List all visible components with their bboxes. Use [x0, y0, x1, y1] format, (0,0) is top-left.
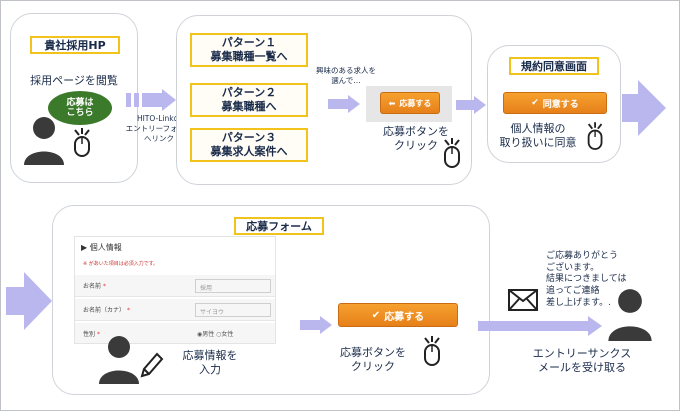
- pattern-1-box[interactable]: パターン１ 募集職種一覧へ: [190, 33, 308, 67]
- apply-bubble: 応募は こちら: [48, 91, 112, 125]
- thanks-caption: エントリーサンクス メールを受け取る: [532, 347, 632, 375]
- dashed-arrow-1: [126, 89, 186, 111]
- form-row-name: お名前 * 採用: [75, 275, 275, 297]
- person-icon: [24, 117, 64, 165]
- arrow-to-apply: [328, 95, 360, 113]
- form-section-title: ▶ 個人情報: [81, 242, 122, 253]
- check-icon-2: ✔: [371, 309, 381, 321]
- person-icon-3: [608, 289, 652, 341]
- agree-label: 同意する: [542, 99, 579, 110]
- form-header: 応募フォーム: [234, 217, 324, 235]
- mouse-icon-2: [444, 138, 460, 168]
- pattern-2-box[interactable]: パターン２ 募集職種へ: [190, 83, 308, 117]
- person-icon-2: [99, 336, 139, 384]
- pencil-icon: [140, 352, 164, 378]
- arrow-to-consent: [456, 96, 486, 114]
- pattern-3-sub: 募集求人案件へ: [210, 145, 288, 158]
- form-gender-options[interactable]: ◉男性 ○女性: [197, 331, 234, 338]
- form-key-name: お名前 *: [83, 283, 106, 290]
- pattern-2-sub: 募集職種へ: [221, 100, 277, 113]
- apply-big-label: 応募する: [384, 311, 425, 323]
- check-icon: ✔: [531, 98, 539, 108]
- form-input-kana[interactable]: サイヨウ: [195, 303, 271, 317]
- form-click-caption: 応募ボタンを クリック: [340, 346, 406, 374]
- input-caption: 応募情報を 入力: [182, 349, 238, 377]
- pattern-3-box[interactable]: パターン３ 募集求人案件へ: [190, 128, 308, 162]
- mouse-icon-3: [587, 122, 603, 150]
- apply-bubble-text: 応募は こちら: [66, 97, 94, 118]
- form-key-kana: お名前（カナ） *: [83, 307, 130, 314]
- mouse-icon: [74, 128, 90, 157]
- browse-text: 採用ページを閲覧: [30, 74, 118, 87]
- form-section-label: 個人情報: [89, 243, 122, 252]
- arrow-to-thanks: [478, 316, 602, 336]
- big-arrow-right-2: [6, 272, 52, 330]
- pattern-2-title: パターン２: [221, 86, 277, 100]
- pattern-1-title: パターン１: [221, 36, 277, 50]
- apply-big-button[interactable]: ✔ 応募する: [338, 303, 458, 327]
- form-input-name[interactable]: 採用: [195, 279, 271, 293]
- form-preview: ▶ 個人情報 ※ があいた項目は必須入力です。 お名前 * 採用 お名前（カナ）…: [74, 236, 276, 344]
- link-text: HITO-Linkの エントリーフォーム へリンク: [125, 114, 193, 143]
- arrow-left-icon: ⬅: [388, 98, 396, 108]
- form-note: ※ があいた項目は必須入力です。: [83, 261, 159, 267]
- apply-small-label: 応募する: [399, 98, 432, 108]
- arrow-to-big-apply: [300, 316, 332, 334]
- pattern-3-title: パターン３: [221, 131, 277, 145]
- mouse-icon-4: [424, 336, 440, 366]
- company-hp-title: 貴社採用HP: [30, 36, 120, 54]
- triangle-icon: ▶: [81, 243, 88, 252]
- thanks-message: ご応募ありがとう ございます。 結果につきましては 追ってご連絡 差し上げます。…: [546, 251, 627, 308]
- apply-small-button[interactable]: ⬅ 応募する: [380, 92, 440, 114]
- agree-button[interactable]: ✔ 同意する: [503, 92, 607, 114]
- big-arrow-right-1: [622, 80, 666, 136]
- apply-click-text: 応募ボタンを クリック: [383, 125, 449, 153]
- form-key-gender: 性別 *: [83, 331, 100, 338]
- mail-icon: [508, 289, 538, 311]
- consent-caption: 個人情報の 取り扱いに同意: [499, 122, 577, 150]
- pattern-1-sub: 募集職種一覧へ: [210, 50, 288, 63]
- consent-header: 規約同意画面: [509, 57, 599, 75]
- interest-text: 興味のある求人を 選んで…: [316, 66, 376, 85]
- form-row-kana: お名前（カナ） * サイヨウ: [75, 299, 275, 321]
